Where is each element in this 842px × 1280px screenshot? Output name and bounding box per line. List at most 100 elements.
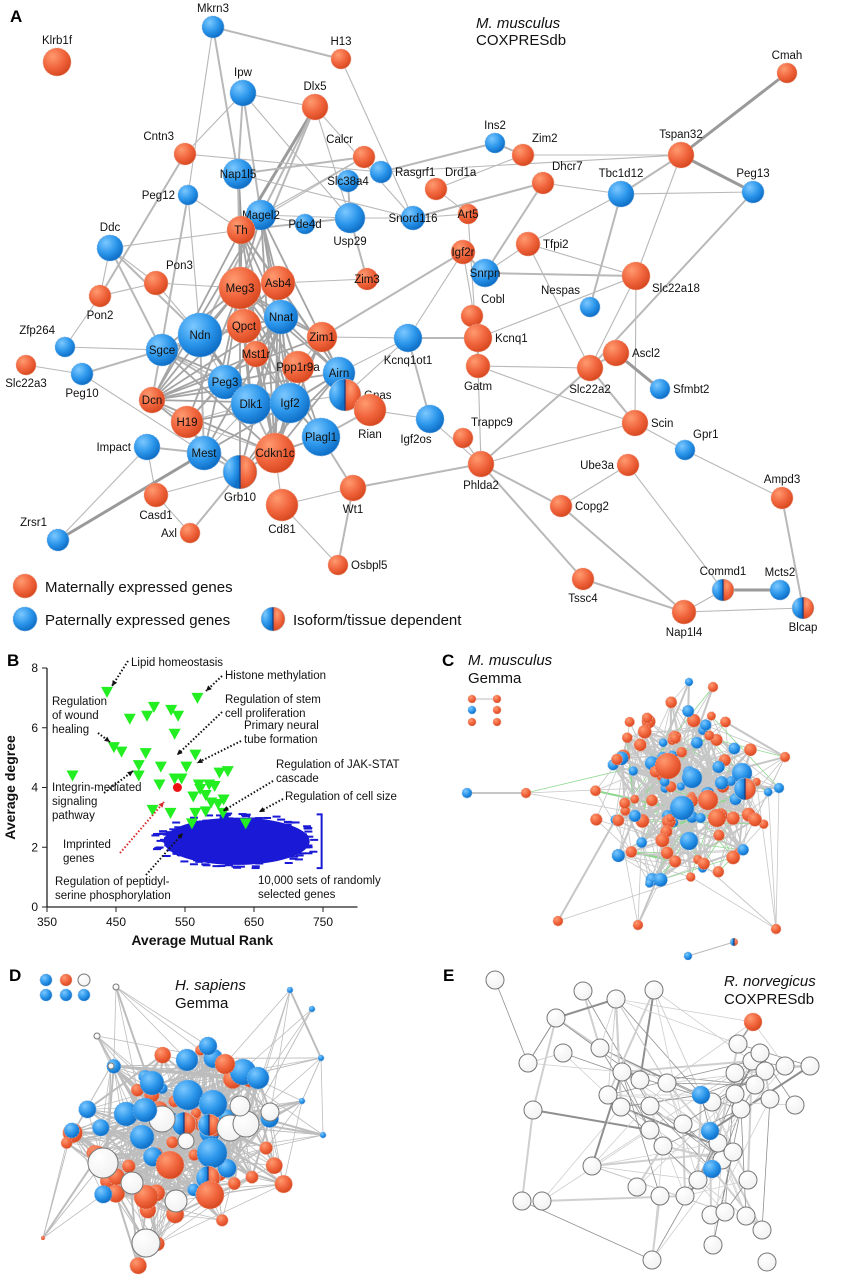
node-node <box>743 743 758 757</box>
x-axis-label: Average Mutual Rank <box>131 932 273 948</box>
edge-ube3a-commd1 <box>627 464 724 591</box>
arrow-head <box>104 736 110 742</box>
panel-letter-c: C <box>442 651 454 670</box>
node-node <box>172 1079 204 1111</box>
edge <box>224 989 291 1065</box>
node-label: Drd1a <box>445 167 477 179</box>
edge-core <box>151 399 241 473</box>
node-label: Rasgrf1 <box>395 167 435 179</box>
edge <box>599 1047 702 1096</box>
node-node <box>92 1118 110 1137</box>
node-label: Copg2 <box>575 501 609 513</box>
node-node <box>87 1147 119 1179</box>
node-label: Usp29 <box>333 236 366 248</box>
node-slc38a4: Slc38a4 <box>327 169 369 193</box>
arrow-head <box>259 807 265 812</box>
node-node <box>640 1096 660 1116</box>
node-node <box>166 1136 179 1149</box>
edge-tfpi2-slc22a18 <box>527 243 637 277</box>
node-node <box>589 813 603 826</box>
y-tick-label: 8 <box>31 661 38 675</box>
go-term-point <box>208 781 221 793</box>
node-ube3a: Ube3a <box>580 453 640 477</box>
annotation-integrin: pathway <box>52 810 95 822</box>
node-label: Nap1l5 <box>220 169 256 181</box>
edge-slc22a18-scin <box>634 275 637 424</box>
edge-mkrn3-nap1l5 <box>212 26 239 175</box>
node-zim3: Zim3 <box>354 267 380 291</box>
node-node <box>676 746 688 758</box>
node-asb4: Asb4 <box>260 265 296 301</box>
edge <box>632 770 690 842</box>
node-igf2os: Igf2os <box>400 404 445 446</box>
panel-c-database: Gemma <box>468 670 522 687</box>
node-node <box>611 753 623 766</box>
edge <box>649 1105 713 1170</box>
edge <box>42 1162 104 1239</box>
edge-cntn3-pon2 <box>99 153 186 297</box>
node-kcnq1ot1: Kcnq1ot1 <box>384 323 432 367</box>
edge <box>674 738 743 774</box>
edge-peg10-mest <box>81 373 205 454</box>
edge-ipw-cntn3 <box>184 92 244 155</box>
annotation-cellsize: Regulation of cell size <box>285 791 397 803</box>
go-term-point <box>185 818 198 830</box>
node-copg2: Copg2 <box>549 494 609 518</box>
node-label: Airn <box>329 368 349 380</box>
node-klrb1f: Klrb1f <box>42 35 73 77</box>
node-label: Mest <box>192 448 218 460</box>
node-node <box>650 1186 670 1206</box>
node-label: Ins2 <box>484 120 506 132</box>
node-node <box>665 696 678 709</box>
edges <box>494 979 811 1261</box>
node-node <box>745 1075 765 1095</box>
edge <box>209 1118 270 1196</box>
edge <box>562 1052 609 1096</box>
network-c <box>461 677 791 961</box>
edge <box>525 792 626 812</box>
node-node <box>40 1235 46 1241</box>
node-node <box>197 1113 221 1137</box>
edge <box>115 986 188 1061</box>
legend-label: Maternally expressed genes <box>45 579 233 596</box>
node-node <box>518 1053 538 1073</box>
edge-mkrn3-h13 <box>212 26 342 60</box>
node-node <box>286 986 294 994</box>
node-node <box>653 872 668 887</box>
edge-core <box>151 214 262 401</box>
annotation-arrow <box>176 711 223 756</box>
node-node <box>697 857 711 870</box>
node-label: Peg12 <box>142 190 175 202</box>
node-cntn3: Cntn3 <box>143 131 197 166</box>
node-label: Trappc9 <box>471 417 513 429</box>
node-node <box>736 1206 756 1226</box>
edge <box>615 998 702 1096</box>
node-legend-dot <box>39 988 53 1002</box>
random-cloud-body <box>163 817 310 865</box>
edge <box>557 876 691 922</box>
go-term-point <box>217 794 230 806</box>
node-node <box>552 915 564 927</box>
panel-a-species: M. musculus <box>476 15 561 32</box>
edge <box>113 1065 233 1080</box>
edge-calcr-nap1l5 <box>237 156 365 175</box>
edge-phlda2-tssc4 <box>480 463 584 580</box>
edge <box>100 1127 176 1216</box>
edge <box>607 998 617 1096</box>
node-label: Sfmbt2 <box>673 384 709 396</box>
edge-ins2-rasgrf1 <box>380 142 496 173</box>
node-cmah: Cmah <box>772 50 803 84</box>
node-node <box>485 970 505 990</box>
node-label: Igf2os <box>400 434 432 446</box>
node-node <box>627 1177 647 1197</box>
node-label: Asb4 <box>265 278 292 290</box>
node-label: Cmah <box>772 50 803 62</box>
node-snord116: Snord116 <box>388 205 438 231</box>
node-mkrn3: Mkrn3 <box>197 3 229 39</box>
node-node <box>725 1084 745 1104</box>
edge <box>555 998 617 1019</box>
node-mcts2: Mcts2 <box>765 567 795 601</box>
node-legend-dot <box>59 988 73 1002</box>
node-node <box>752 1220 772 1240</box>
node-node <box>686 713 701 728</box>
